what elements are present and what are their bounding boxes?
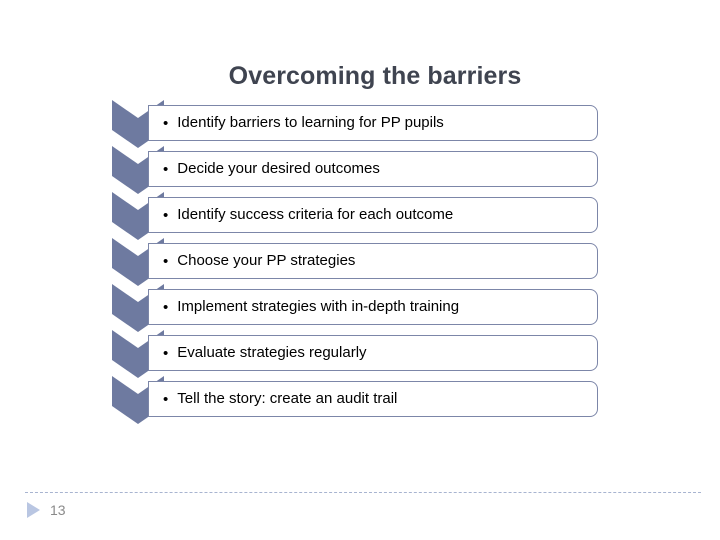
process-step-label: Evaluate strategies regularly xyxy=(177,343,367,361)
process-step-box[interactable]: • Tell the story: create an audit trail xyxy=(148,381,598,417)
process-step-row: • Identify success criteria for each outc… xyxy=(0,197,720,243)
play-triangle-icon xyxy=(27,502,40,518)
bullet-icon: • xyxy=(163,344,169,362)
page-title: Overcoming the barriers xyxy=(228,62,522,90)
bullet-icon: • xyxy=(163,160,169,178)
process-step-row: • Choose your PP strategies xyxy=(0,243,720,289)
process-step-box[interactable]: • Evaluate strategies regularly xyxy=(148,335,598,371)
process-step-row: • Decide your desired outcomes xyxy=(0,151,720,197)
bullet-icon: • xyxy=(163,206,169,224)
process-step-row: • Evaluate strategies regularly xyxy=(0,335,720,381)
process-step-label: Identify success criteria for each outco… xyxy=(177,205,454,223)
slide-footer: 13 xyxy=(0,492,720,540)
bullet-icon: • xyxy=(163,252,169,270)
slide-number: 13 xyxy=(50,502,66,518)
process-step-label: Identify barriers to learning for PP pup… xyxy=(177,113,444,131)
process-step-box[interactable]: • Implement strategies with in-depth trai… xyxy=(148,289,598,325)
process-step-box[interactable]: • Choose your PP strategies xyxy=(148,243,598,279)
process-step-label: Implement strategies with in-depth train… xyxy=(177,297,460,315)
process-step-row: • Identify barriers to learning for PP pu… xyxy=(0,105,720,151)
process-diagram: • Identify barriers to learning for PP pu… xyxy=(0,100,720,427)
process-step-row: • Implement strategies with in-depth trai… xyxy=(0,289,720,335)
process-step-label: Choose your PP strategies xyxy=(177,251,356,269)
process-step-box[interactable]: • Decide your desired outcomes xyxy=(148,151,598,187)
bullet-icon: • xyxy=(163,298,169,316)
process-step-box[interactable]: • Identify success criteria for each outc… xyxy=(148,197,598,233)
process-step-row: • Tell the story: create an audit trail xyxy=(0,381,720,427)
process-step-box[interactable]: • Identify barriers to learning for PP pu… xyxy=(148,105,598,141)
process-step-label: Decide your desired outcomes xyxy=(177,159,380,177)
footer-divider xyxy=(25,492,701,493)
process-step-label: Tell the story: create an audit trail xyxy=(177,389,398,407)
bullet-icon: • xyxy=(163,114,169,132)
bullet-icon: • xyxy=(163,390,169,408)
